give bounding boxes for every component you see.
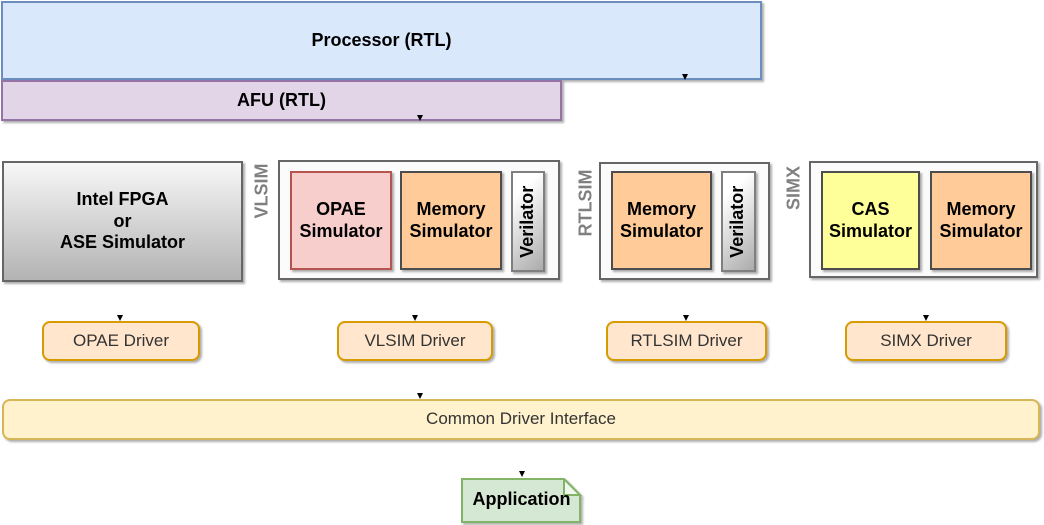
application-label: Application xyxy=(472,489,571,510)
application-note xyxy=(461,476,583,524)
note-shape xyxy=(461,476,583,523)
verilator-label: Verilator xyxy=(727,185,748,258)
processor-rtl-box: Processor (RTL) xyxy=(1,1,762,80)
memory-simulator-box: Memory Simulator xyxy=(930,171,1032,270)
connector-arrow xyxy=(923,315,929,321)
vlsim-side-label: VLSIM xyxy=(251,163,272,219)
connector-arrow xyxy=(412,315,418,321)
note-fold xyxy=(563,476,583,496)
connector-arrow xyxy=(417,115,423,121)
connector-arrow xyxy=(682,74,688,80)
rtlsim-driver-box: RTLSIM Driver xyxy=(606,321,767,361)
common-driver-interface-bar: Common Driver Interface xyxy=(2,399,1040,440)
cas-simulator-box: CAS Simulator xyxy=(821,171,920,270)
memory-simulator-box: Memory Simulator xyxy=(400,171,502,270)
verilator-box: Verilator xyxy=(511,171,545,272)
connector-arrow xyxy=(683,315,689,321)
rtlsim-side-label: RTLSIM xyxy=(575,169,596,237)
simx-driver-box: SIMX Driver xyxy=(845,321,1007,361)
intel-fpga-ase-simulator-box: Intel FPGA or ASE Simulator xyxy=(2,161,243,282)
verilator-box: Verilator xyxy=(721,171,756,272)
vlsim-driver-box: VLSIM Driver xyxy=(337,321,493,361)
connector-arrow xyxy=(117,315,123,321)
opae-driver-box: OPAE Driver xyxy=(42,321,200,361)
connector-arrow xyxy=(519,471,525,477)
verilator-label: Verilator xyxy=(517,185,538,258)
afu-rtl-box: AFU (RTL) xyxy=(1,80,562,121)
opae-simulator-box: OPAE Simulator xyxy=(290,171,392,270)
simx-side-label: SIMX xyxy=(783,165,804,211)
memory-simulator-box: Memory Simulator xyxy=(611,171,712,270)
connector-arrow xyxy=(417,393,423,399)
